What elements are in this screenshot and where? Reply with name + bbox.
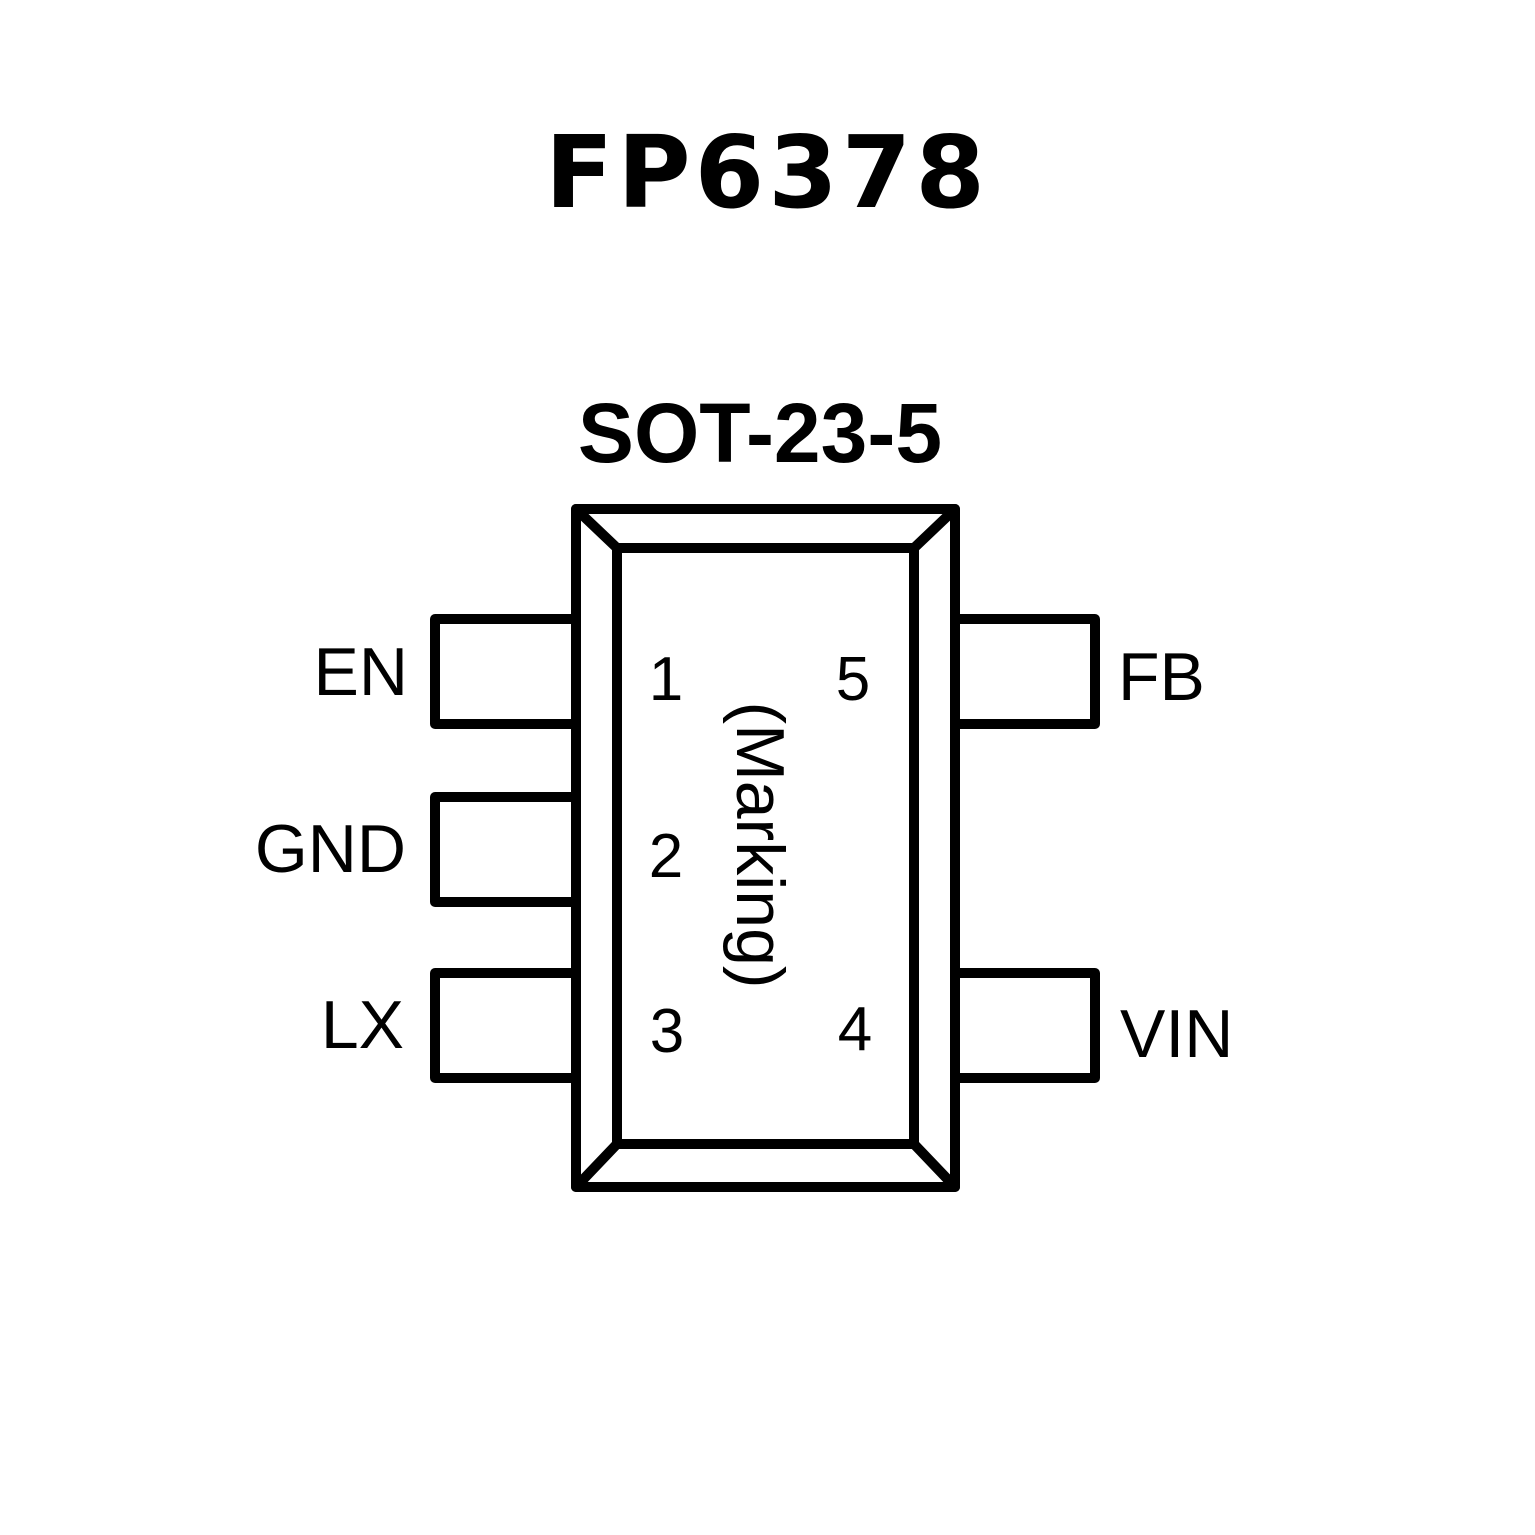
part-number-title: FP6378 bbox=[545, 114, 989, 231]
pin-2-name: GND bbox=[255, 811, 406, 887]
pin-3-name: LX bbox=[321, 987, 404, 1063]
pin-leads bbox=[430, 614, 1100, 1083]
pin-4-lead bbox=[950, 968, 1100, 1083]
pin-3-lead bbox=[430, 968, 581, 1083]
pin-1-lead bbox=[430, 614, 581, 729]
pin-5-lead bbox=[950, 614, 1100, 729]
package-body bbox=[571, 504, 960, 1192]
pin-1-number: 1 bbox=[649, 645, 683, 714]
pin-3-number: 3 bbox=[650, 997, 684, 1066]
pin-4-name: VIN bbox=[1120, 996, 1233, 1072]
pin-2-number: 2 bbox=[649, 822, 683, 891]
pin-2-lead bbox=[430, 792, 581, 907]
pin-4-number: 4 bbox=[838, 995, 872, 1064]
package-label: SOT-23-5 bbox=[578, 386, 942, 480]
pin-5-name: FB bbox=[1118, 639, 1205, 715]
pin-1-name: EN bbox=[314, 634, 408, 710]
pin-5-number: 5 bbox=[836, 645, 870, 714]
marking-label: (Marking) bbox=[722, 701, 798, 988]
